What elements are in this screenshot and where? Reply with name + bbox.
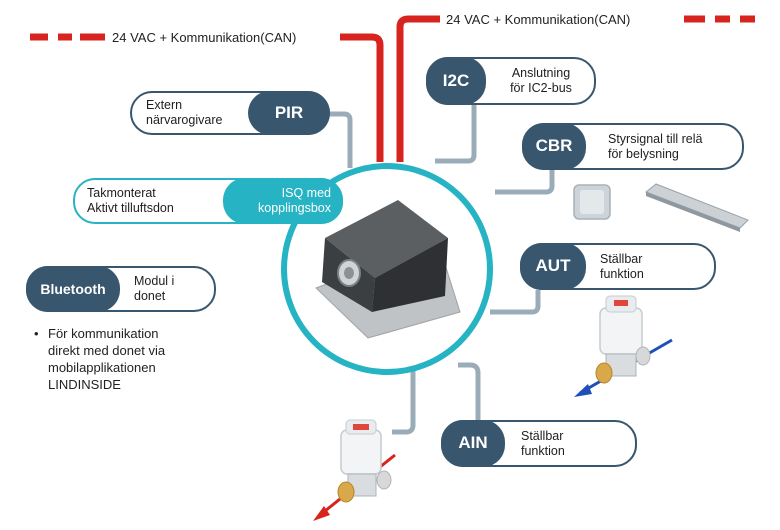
aut-text-line1: Ställbar <box>600 251 643 266</box>
cbr-text-line1: Styrsignal till relä <box>608 131 703 146</box>
power-can-wires <box>30 15 755 162</box>
ain-module: AIN Ställbar funktion <box>441 420 637 467</box>
relay-box-image <box>573 184 611 220</box>
bluetooth-module: Bluetooth Modul i donet <box>26 266 216 312</box>
i2c-module: I2C Anslutning för IC2-bus <box>426 57 596 105</box>
bluetooth-text-line2: donet <box>134 289 166 303</box>
i2c-text-line2: för IC2-bus <box>510 81 572 95</box>
isq-left-line2: Aktivt tilluftsdon <box>87 201 174 215</box>
bullet-line2: direkt med donet via <box>48 342 166 358</box>
cbr-tag: CBR <box>522 123 586 170</box>
signal-wires <box>330 105 555 435</box>
pir-module: Extern närvarogivare PIR <box>130 91 330 135</box>
bluetooth-text-line1: Modul i <box>134 274 175 288</box>
right-power-label: 24 VAC + Kommunikation(CAN) <box>446 12 631 27</box>
bluetooth-tag: Bluetooth <box>26 266 120 312</box>
bullet-symbol: • <box>34 326 39 341</box>
isq-module: Takmonterat Aktivt tilluftsdon ISQ med k… <box>73 178 343 224</box>
isq-left-line1: Takmonterat <box>87 186 156 200</box>
bullet-line4: LINDINSIDE <box>48 376 121 392</box>
ain-text-line1: Ställbar <box>521 428 564 443</box>
cbr-module: CBR Styrsignal till relä för belysning <box>522 123 744 170</box>
aut-tag: AUT <box>520 243 586 290</box>
ain-text-line2: funktion <box>521 443 565 458</box>
isq-diffuser-image <box>315 200 461 339</box>
left-power-label: 24 VAC + Kommunikation(CAN) <box>112 30 297 45</box>
isq-tag-line2: kopplingsbox <box>258 201 331 215</box>
ain-valve-image <box>313 419 396 521</box>
aut-text-line2: funktion <box>600 266 644 281</box>
cbr-text-line2: för belysning <box>608 146 679 161</box>
pir-text-line1: Extern <box>146 98 183 112</box>
bullet-line1: För kommunikation <box>48 326 159 341</box>
ain-tag: AIN <box>441 420 505 467</box>
bluetooth-note: • För kommunikation direkt med donet via… <box>34 326 166 394</box>
aut-module: AUT Ställbar funktion <box>520 243 716 290</box>
pir-tag: PIR <box>248 91 330 135</box>
i2c-tag: I2C <box>426 57 486 105</box>
pir-text-line2: närvarogivare <box>146 113 223 127</box>
aut-valve-image <box>574 295 673 397</box>
light-fixture-image <box>645 183 749 232</box>
i2c-text-line1: Anslutning <box>511 66 571 80</box>
isq-tag-line1: ISQ med <box>281 186 331 200</box>
bullet-line3: mobilapplikationen <box>48 359 156 375</box>
isq-tag: ISQ med kopplingsbox <box>223 178 343 224</box>
